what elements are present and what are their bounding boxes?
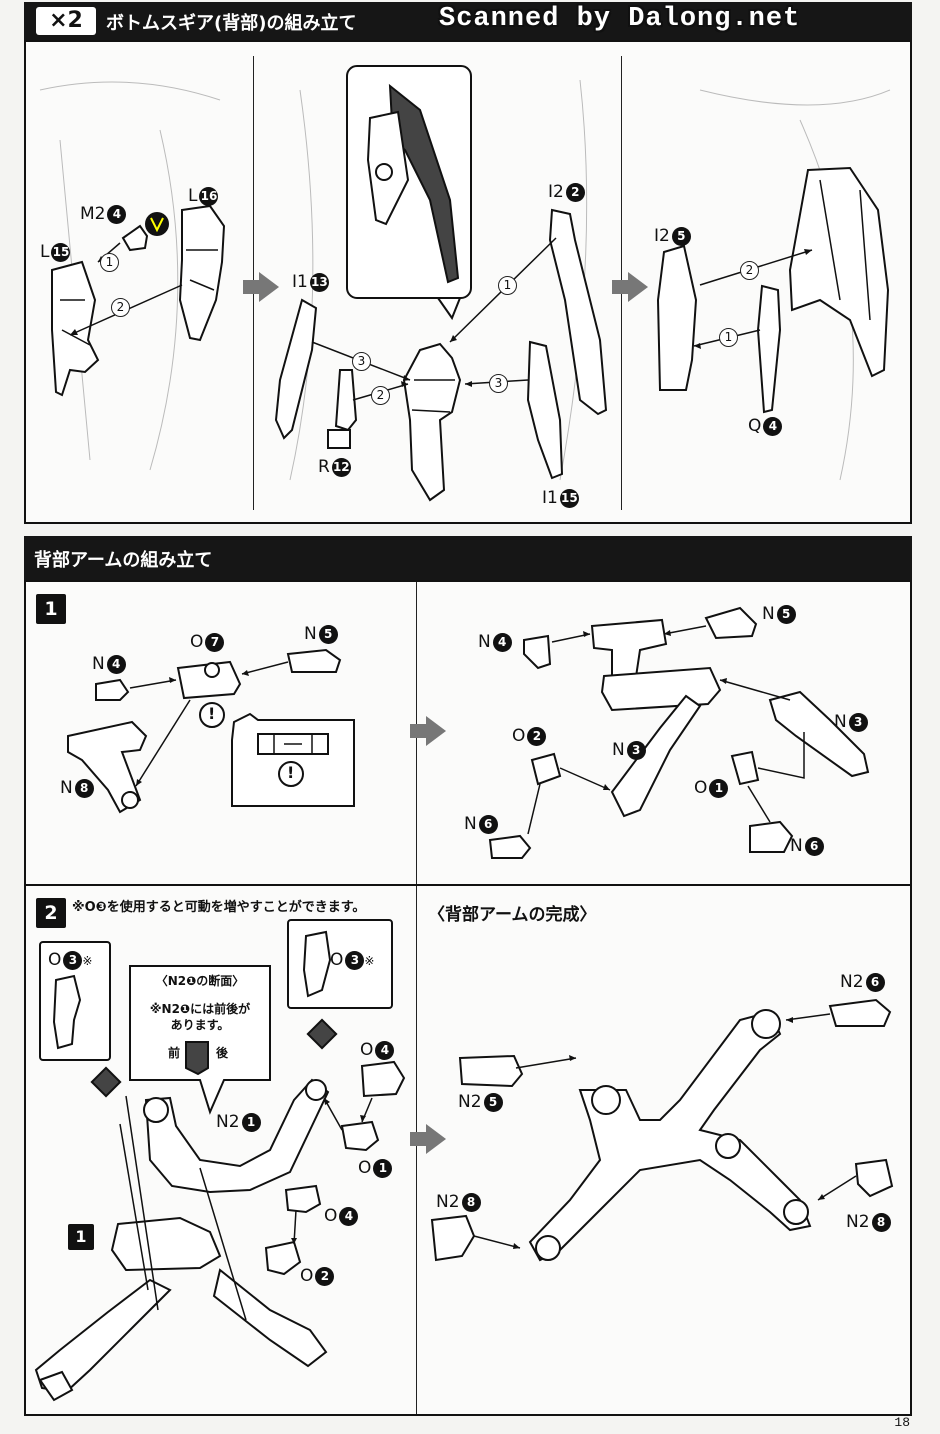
caution-icon: ! [208,704,216,723]
step-marker-3: 3 [352,352,371,371]
next-arrow [243,272,279,302]
section2-title: 背部アームの組み立て [34,550,213,571]
next-arrow [612,272,648,302]
step-marker-2: 2 [111,298,130,317]
divider [416,886,417,1414]
step-marker-2: 2 [740,261,759,280]
completed-title: 〈背部アームの完成〉 [428,905,597,925]
next-arrow [410,716,446,746]
callout-title: 〈N2❶の断面〉 [155,974,245,988]
watermark: Scanned by Dalong.net [439,4,801,34]
step-marker-1: 1 [498,276,517,295]
step-1-badge: 1 [36,594,66,624]
step-2-badge: 2 [36,898,66,928]
step2-note: ※O❸を使用すると可動を増やすことができます。 [72,900,366,915]
quantity-badge: ×2 [36,7,96,35]
step-marker-1: 1 [100,253,119,272]
next-arrow [410,1124,446,1154]
step-marker-1: 1 [719,328,738,347]
step-marker-3: 3 [489,374,508,393]
section1-header: ×2 ボトムスギア(背部)の組み立て Scanned by Dalong.net [24,2,912,40]
page-number: 18 [894,1415,910,1430]
step-marker-2: 2 [371,386,390,405]
callout-line1: ※N2❶には前後が [149,1002,251,1016]
caution-icon: ! [287,763,295,782]
section1-title: ボトムスギア(背部)の組み立て [106,13,357,34]
divider [24,884,912,886]
section2-header: 背部アームの組み立て [24,536,912,580]
back-label: 後 [216,1046,229,1060]
callout-line2: あります。 [170,1018,230,1032]
sub-step-1-badge: 1 [68,1224,94,1250]
front-label: 前 [168,1046,181,1060]
